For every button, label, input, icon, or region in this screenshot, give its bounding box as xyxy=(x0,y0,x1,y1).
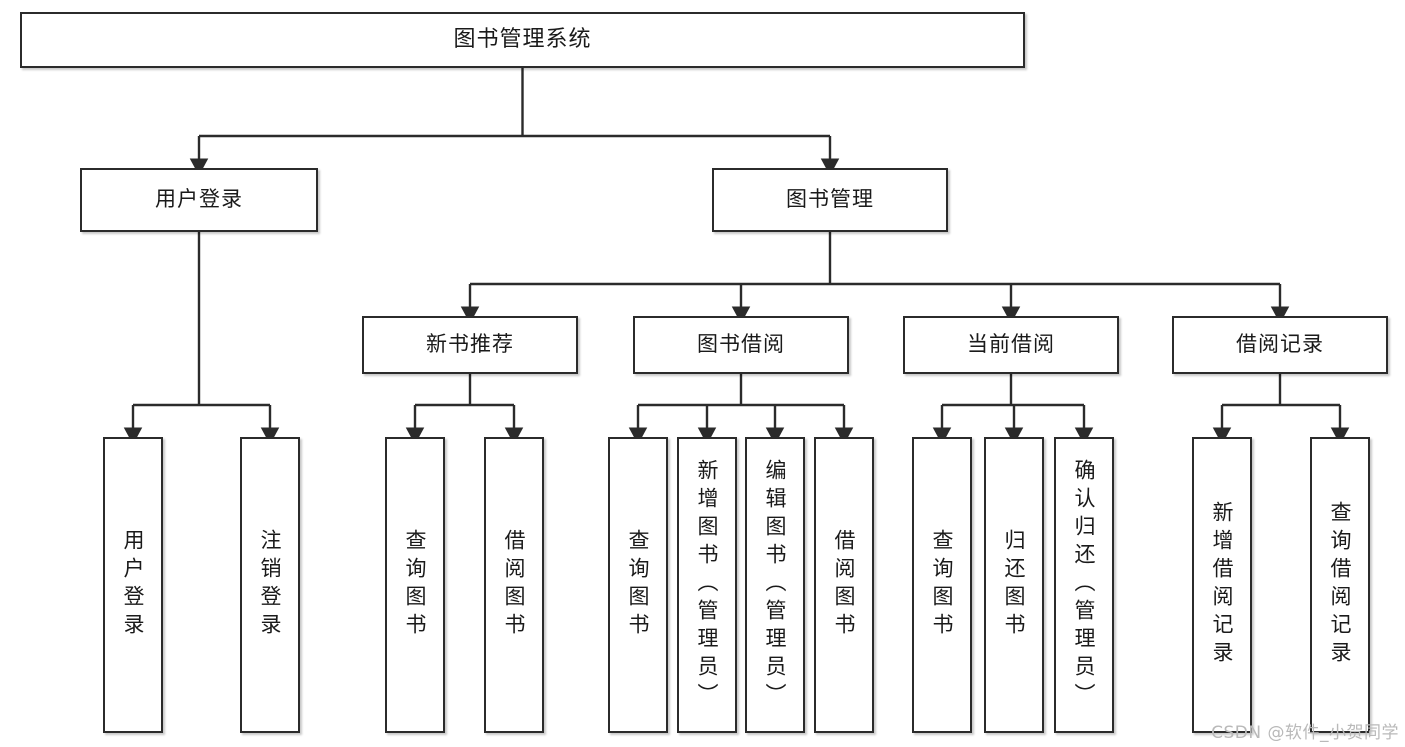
node-leaf-confirm-return: 确认归还（管理员） xyxy=(1054,437,1114,733)
node-leaf-add-book: 新增图书（管理员） xyxy=(677,437,737,733)
node-label: 图书管理 xyxy=(786,187,874,212)
node-label: 新增借阅记录 xyxy=(1210,501,1235,669)
node-user-login: 用户登录 xyxy=(80,168,318,232)
watermark-text: CSDN @软件_小贺同学 xyxy=(1211,723,1399,743)
node-leaf-borrow-book-bb: 借阅图书 xyxy=(814,437,874,733)
node-label: 查询借阅记录 xyxy=(1328,501,1353,669)
node-label: 图书借阅 xyxy=(697,332,785,357)
node-label: 借阅图书 xyxy=(502,529,527,641)
node-leaf-query-book-rec: 查询图书 xyxy=(385,437,445,733)
node-label: 查询图书 xyxy=(930,529,955,641)
node-leaf-return-book: 归还图书 xyxy=(984,437,1044,733)
node-leaf-query-record: 查询借阅记录 xyxy=(1310,437,1370,733)
node-book-manage: 图书管理 xyxy=(712,168,948,232)
node-root: 图书管理系统 xyxy=(20,12,1025,68)
node-label: 查询图书 xyxy=(626,529,651,641)
node-leaf-user-login: 用户登录 xyxy=(103,437,163,733)
node-label: 查询图书 xyxy=(403,529,428,641)
node-label: 注销登录 xyxy=(258,529,283,641)
node-label: 归还图书 xyxy=(1002,529,1027,641)
node-label: 借阅记录 xyxy=(1236,332,1324,357)
node-current-borrow: 当前借阅 xyxy=(903,316,1119,374)
node-leaf-query-book-cb: 查询图书 xyxy=(912,437,972,733)
node-label: 编辑图书（管理员） xyxy=(763,459,788,711)
node-label: 借阅图书 xyxy=(832,529,857,641)
node-book-borrow: 图书借阅 xyxy=(633,316,849,374)
node-leaf-add-record: 新增借阅记录 xyxy=(1192,437,1252,733)
node-label: 用户登录 xyxy=(155,187,243,212)
node-label: 确认归还（管理员） xyxy=(1072,459,1097,711)
node-label: 用户登录 xyxy=(121,529,146,641)
node-label: 新增图书（管理员） xyxy=(695,459,720,711)
node-leaf-borrow-book-rec: 借阅图书 xyxy=(484,437,544,733)
node-borrow-record: 借阅记录 xyxy=(1172,316,1388,374)
node-leaf-edit-book: 编辑图书（管理员） xyxy=(745,437,805,733)
node-label: 新书推荐 xyxy=(426,332,514,357)
node-leaf-logout: 注销登录 xyxy=(240,437,300,733)
node-label: 图书管理系统 xyxy=(453,26,592,52)
node-new-book-rec: 新书推荐 xyxy=(362,316,578,374)
node-label: 当前借阅 xyxy=(967,332,1055,357)
node-leaf-query-book-bb: 查询图书 xyxy=(608,437,668,733)
